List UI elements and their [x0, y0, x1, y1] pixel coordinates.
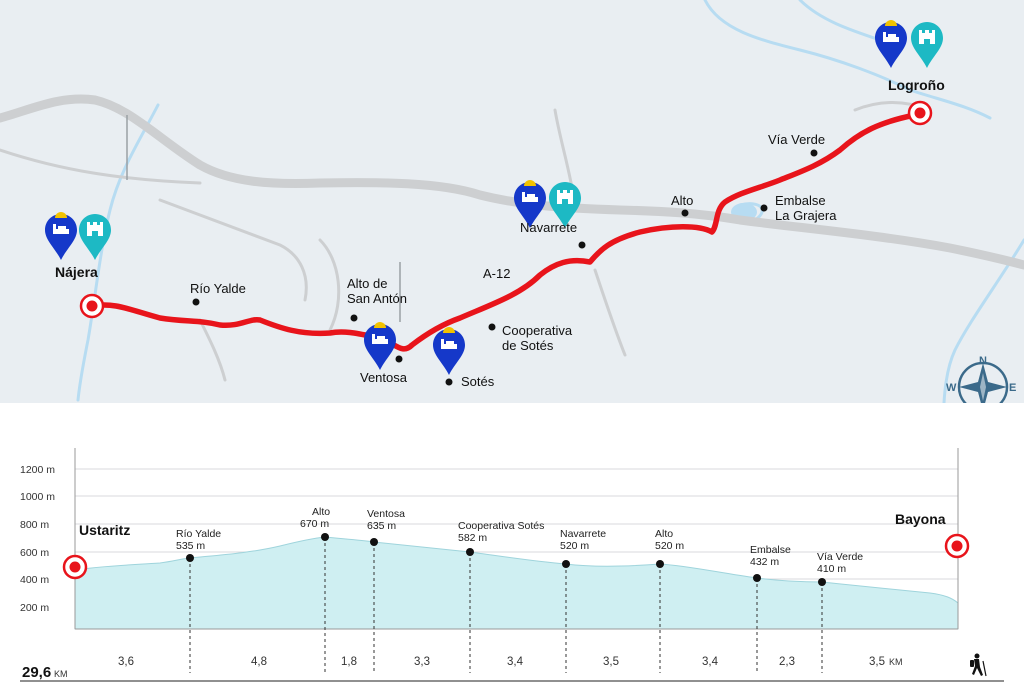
town-sotes[interactable]: Sotés — [461, 374, 495, 389]
wp-label-embalse: Embalse — [750, 544, 791, 556]
bed-icon — [364, 322, 396, 370]
road-label-a12: A-12 — [483, 266, 510, 281]
wp-label-ventosa: Ventosa — [367, 508, 405, 520]
hiker-icon — [970, 653, 987, 677]
place-cooperativa: Cooperativa — [502, 323, 573, 338]
bed-icon — [514, 180, 546, 228]
compass-w: W — [946, 382, 957, 394]
segment-5: 3,4 — [507, 656, 524, 668]
place-alto: Alto — [671, 193, 693, 208]
wp-elev-alto-1: 670 m — [300, 518, 329, 530]
segment-6: 3,5 — [603, 656, 619, 668]
wp-label-alto-1: Alto — [312, 506, 330, 518]
wp-elev-embalse: 432 m — [750, 556, 779, 568]
segment-7: 3,4 — [702, 656, 719, 668]
wp-label-rio-yalde: Río Yalde — [176, 528, 221, 540]
wp-label-via-verde: Vía Verde — [817, 551, 863, 563]
compass-icon: N S E W — [946, 355, 1016, 403]
segment-unit: KM — [889, 657, 903, 667]
end-target[interactable] — [907, 100, 933, 126]
y-label-800: 800 m — [20, 519, 49, 531]
start-target[interactable] — [79, 293, 105, 319]
profile-end-label: Bayona — [895, 511, 946, 527]
profile-start-target — [62, 554, 88, 580]
route-line[interactable] — [89, 112, 918, 352]
town-navarrete[interactable]: Navarrete — [520, 220, 577, 235]
roads — [0, 94, 1024, 382]
bed-icon — [45, 212, 77, 260]
sotes-pins[interactable] — [433, 327, 465, 375]
place-embalse-2: La Grajera — [775, 208, 837, 223]
place-dots — [192, 149, 818, 386]
place-cooperativa-2: de Sotés — [502, 338, 554, 353]
profile-canvas: 1200 m 1000 m 800 m 600 m 400 m 200 m Rí… — [20, 448, 1004, 682]
y-label-1000: 1000 m — [20, 491, 55, 503]
castle-icon — [79, 214, 111, 260]
ventosa-pins[interactable] — [364, 322, 396, 370]
profile-start-label: Ustaritz — [79, 522, 130, 538]
place-embalse: Embalse — [775, 193, 826, 208]
elevation-profile: 1200 m 1000 m 800 m 600 m 400 m 200 m Rí… — [0, 403, 1024, 683]
castle-icon — [911, 22, 943, 68]
segment-9: 3,5 — [869, 656, 885, 668]
town-logrono[interactable]: Logroño — [888, 77, 945, 93]
profile-end-target — [944, 533, 970, 559]
segment-1: 3,6 — [118, 656, 134, 668]
total-distance: 29,6 — [22, 664, 51, 681]
place-alto-san-anton-2: San Antón — [347, 291, 407, 306]
segment-4: 3,3 — [414, 656, 430, 668]
map-canvas: Nájera Logroño Navarrete Ventosa Sotés R… — [0, 0, 1024, 403]
bed-icon — [433, 327, 465, 375]
segment-8: 2,3 — [779, 656, 795, 668]
segment-3: 1,8 — [341, 656, 357, 668]
waypoint-dots — [186, 533, 826, 586]
bed-icon — [875, 20, 907, 68]
compass-n: N — [979, 355, 987, 367]
y-label-200: 200 m — [20, 602, 49, 614]
y-label-1200: 1200 m — [20, 464, 55, 476]
wp-label-navarrete: Navarrete — [560, 528, 606, 540]
navarrete-pins[interactable] — [514, 180, 581, 228]
wp-elev-via-verde: 410 m — [817, 563, 846, 575]
route-map[interactable]: Nájera Logroño Navarrete Ventosa Sotés R… — [0, 0, 1024, 403]
place-rio-yalde: Río Yalde — [190, 281, 246, 296]
town-najera[interactable]: Nájera — [55, 264, 98, 280]
waypoint-lines — [189, 537, 823, 673]
y-label-400: 400 m — [20, 574, 49, 586]
najera-pins[interactable] — [45, 212, 111, 260]
segment-2: 4,8 — [251, 656, 267, 668]
castle-icon — [549, 182, 581, 228]
wp-elev-alto-2: 520 m — [655, 540, 684, 552]
place-via-verde: Vía Verde — [768, 132, 825, 147]
wp-label-alto-2: Alto — [655, 528, 673, 540]
wp-label-cooperativa: Cooperativa Sotés — [458, 520, 544, 532]
wp-elev-navarrete: 520 m — [560, 540, 589, 552]
wp-elev-ventosa: 635 m — [367, 520, 396, 532]
place-alto-san-anton: Alto de — [347, 276, 387, 291]
y-label-600: 600 m — [20, 547, 49, 559]
compass-e: E — [1009, 382, 1016, 394]
logrono-pins[interactable] — [875, 20, 943, 68]
wp-elev-cooperativa: 582 m — [458, 532, 487, 544]
town-ventosa[interactable]: Ventosa — [360, 370, 408, 385]
wp-elev-rio-yalde: 535 m — [176, 540, 205, 552]
total-unit: KM — [54, 669, 68, 679]
